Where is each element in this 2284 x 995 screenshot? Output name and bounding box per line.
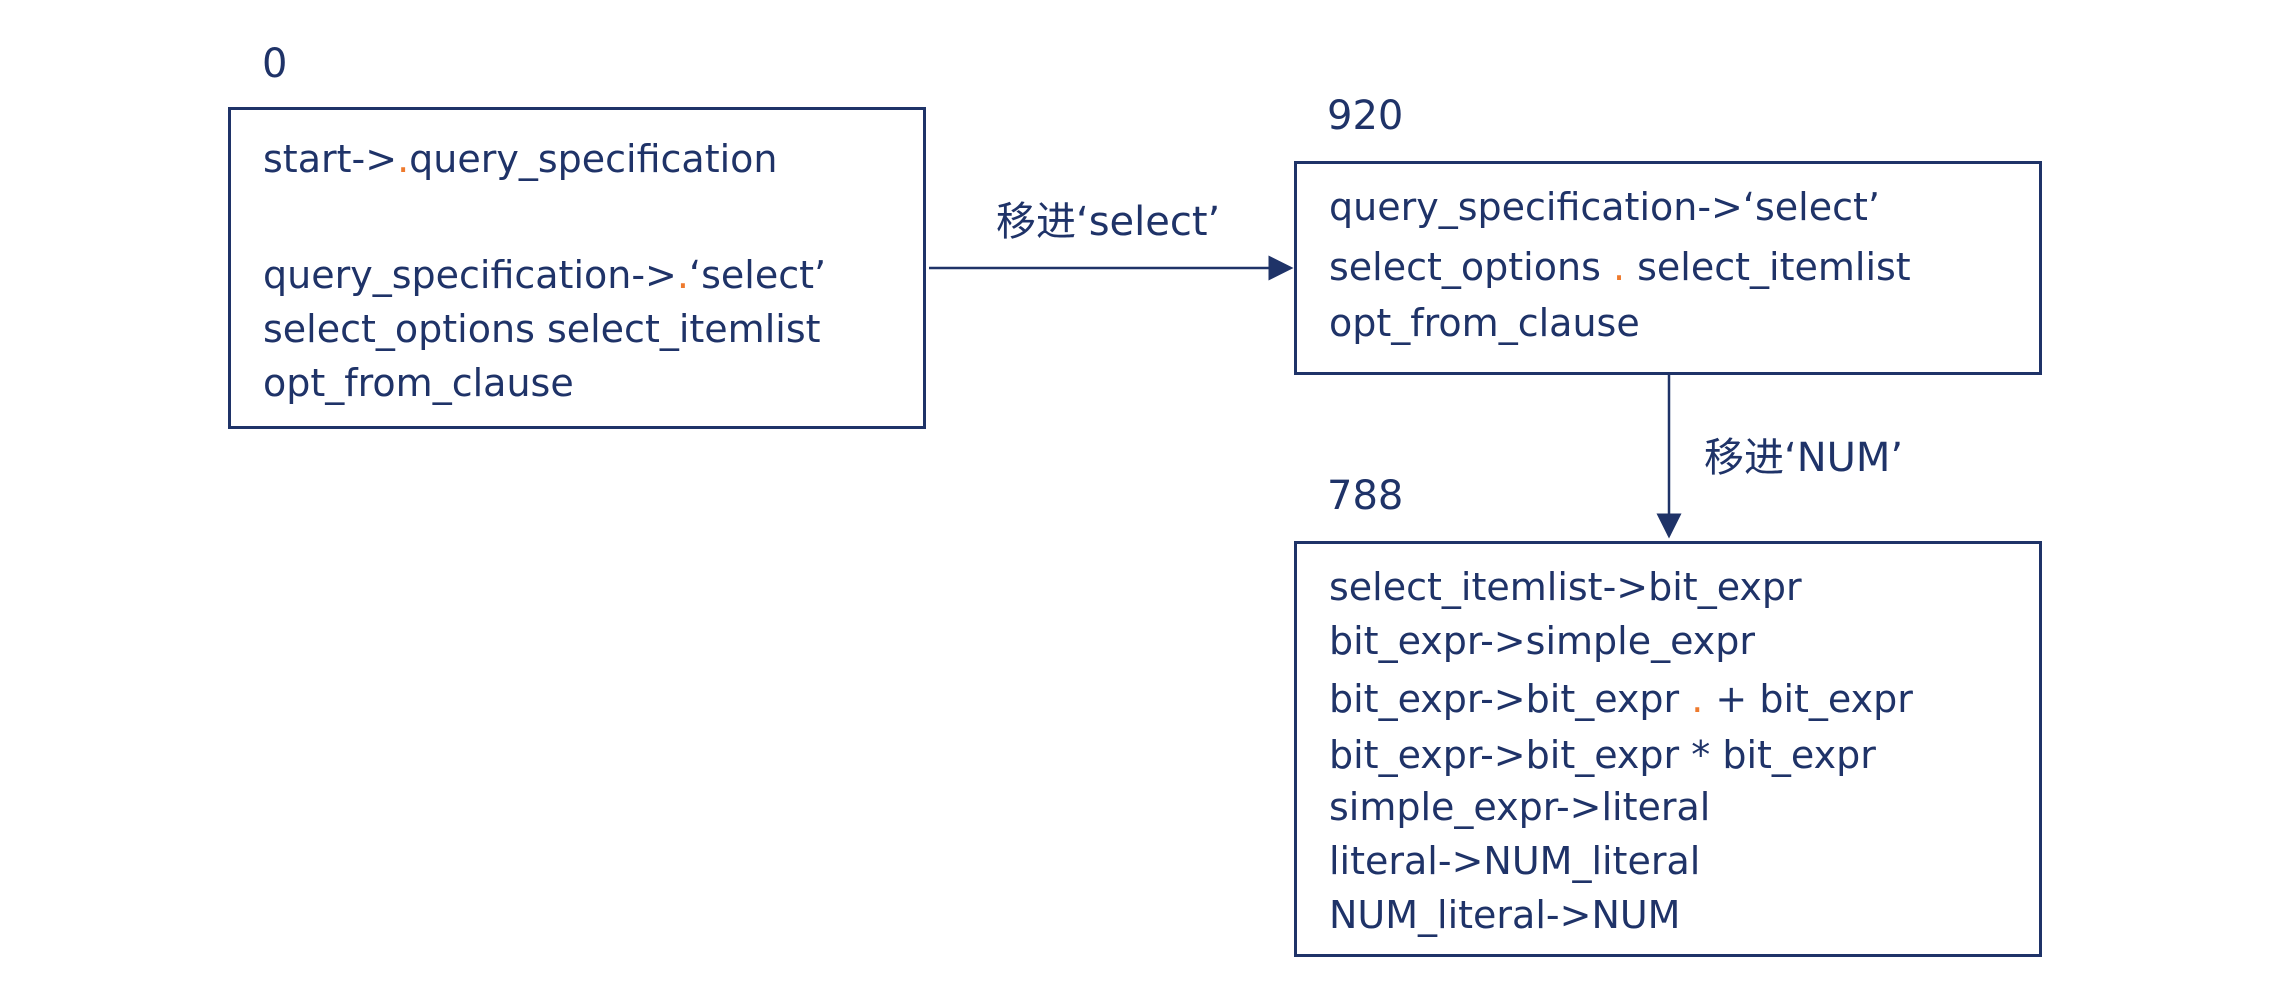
state-0-item: select_options select_itemlist bbox=[263, 307, 821, 351]
state-788-item: bit_expr->simple_expr bbox=[1329, 619, 1756, 663]
state-788-item: simple_expr->literal bbox=[1329, 785, 1711, 829]
state-788-item: NUM_literal->NUM bbox=[1329, 893, 1681, 937]
item-dot: . bbox=[397, 137, 410, 181]
state-920-id: 920 bbox=[1327, 93, 1404, 139]
item-dot: . bbox=[676, 253, 689, 297]
state-0-item: query_specification->.‘select’ bbox=[263, 253, 827, 297]
state-0-id: 0 bbox=[262, 41, 288, 87]
state-788-item: select_itemlist->bit_expr bbox=[1329, 565, 1802, 609]
state-788-box[interactable]: select_itemlist->bit_expr bit_expr->simp… bbox=[1294, 541, 2042, 957]
state-788-item: literal->NUM_literal bbox=[1329, 839, 1701, 883]
edge-shift-select-label: 移进‘select’ bbox=[996, 199, 1221, 245]
state-920-item: opt_from_clause bbox=[1329, 301, 1640, 345]
state-920-item: query_specification->‘select’ bbox=[1329, 185, 1880, 229]
state-788-item: bit_expr->bit_expr . + bit_expr bbox=[1329, 677, 1913, 721]
item-dot: . bbox=[1691, 677, 1704, 721]
edge-shift-num-label: 移进‘NUM’ bbox=[1704, 435, 1904, 481]
state-920-box[interactable]: query_specification->‘select’ select_opt… bbox=[1294, 161, 2042, 375]
item-dot: . bbox=[1612, 245, 1626, 289]
state-920-item: select_options . select_itemlist bbox=[1329, 245, 1911, 289]
state-0-item: opt_from_clause bbox=[263, 361, 574, 405]
state-0-item: start->.query_specification bbox=[263, 137, 778, 181]
state-788-item: bit_expr->bit_expr * bit_expr bbox=[1329, 733, 1876, 777]
state-788-id: 788 bbox=[1327, 473, 1404, 519]
state-0-box[interactable]: start->.query_specification query_specif… bbox=[228, 107, 926, 429]
